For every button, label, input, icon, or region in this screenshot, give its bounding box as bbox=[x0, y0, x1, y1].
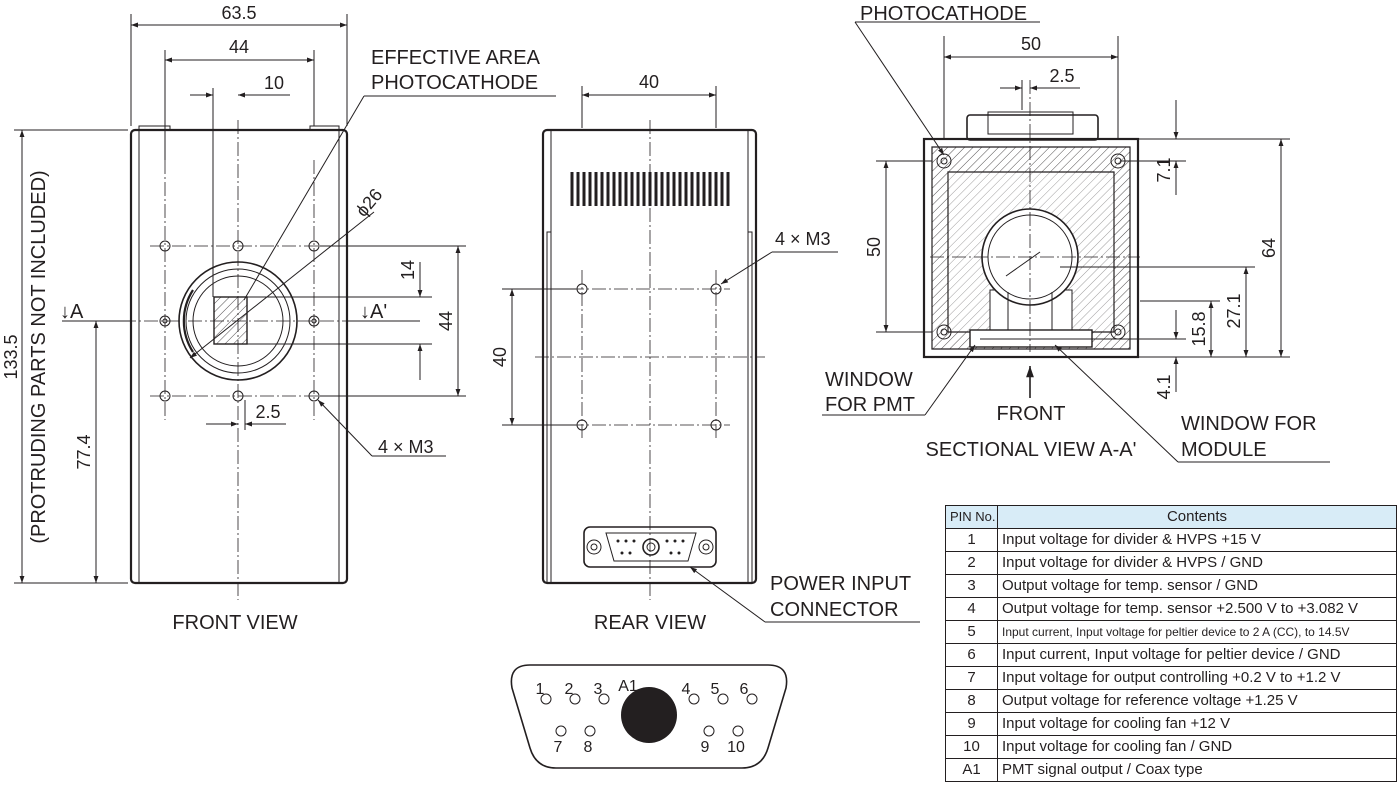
pin-label-6: 6 bbox=[740, 681, 749, 698]
contents-cell: Input current, Input voltage for peltier… bbox=[997, 620, 1397, 644]
effective-area-label-1: EFFECTIVE AREA bbox=[371, 47, 541, 69]
rear-view-title: REAR VIEW bbox=[594, 612, 706, 634]
window-module-label-2: MODULE bbox=[1181, 439, 1267, 461]
contents-cell: Output voltage for temp. sensor +2.500 V… bbox=[997, 597, 1397, 621]
front-dim-height: 133.5 bbox=[1, 334, 21, 379]
section-marker-a-prime: ↓A' bbox=[360, 301, 387, 323]
pin-cell: 5 bbox=[945, 620, 998, 644]
section-dim-27-1: 27.1 bbox=[1224, 293, 1244, 328]
window-pmt-label-1: WINDOW bbox=[825, 369, 913, 391]
contents-cell: Input voltage for cooling fan +12 V bbox=[997, 712, 1397, 736]
contents-cell: Output voltage for temp. sensor / GND bbox=[997, 574, 1397, 598]
pin-label-3: 3 bbox=[594, 681, 603, 698]
rear-connector-label-1: POWER INPUT bbox=[770, 573, 911, 595]
front-view: 63.5 44 10 EFFECTIVE AREA PHOTOCATHODE ϕ… bbox=[1, 3, 556, 634]
section-photocathode-label: PHOTOCATHODE bbox=[860, 3, 1027, 25]
section-dim-50-left: 50 bbox=[864, 237, 884, 257]
front-height-note: (PROTRUDING PARTS NOT INCLUDED) bbox=[28, 170, 50, 543]
rear-dim-40-top: 40 bbox=[639, 72, 659, 92]
rear-screw-label: 4 × M3 bbox=[775, 229, 831, 249]
pin-label-8: 8 bbox=[584, 739, 593, 756]
section-dim-15-8: 15.8 bbox=[1189, 311, 1209, 346]
sectional-view: PHOTOCATHODE 50 2.5 50 7.1 64 27.1 15.8 … bbox=[822, 3, 1330, 463]
connector-pin-diagram: 1 2 3 A1 4 5 6 7 8 9 10 bbox=[510, 664, 788, 769]
section-dim-4-1: 4.1 bbox=[1154, 374, 1174, 399]
rear-connector-label-2: CONNECTOR bbox=[770, 599, 899, 621]
window-pmt-label-2: FOR PMT bbox=[825, 394, 915, 416]
contents-cell: Input voltage for cooling fan / GND bbox=[997, 735, 1397, 759]
front-dim-diameter: ϕ26 bbox=[352, 185, 387, 221]
pin-label-2: 2 bbox=[565, 681, 574, 698]
window-module-label-1: WINDOW FOR bbox=[1181, 413, 1317, 435]
pin-cell: A1 bbox=[945, 758, 998, 782]
front-dim-width: 63.5 bbox=[221, 3, 256, 23]
pin-label-4: 4 bbox=[682, 681, 691, 698]
table-header-row: PIN No. Contents bbox=[945, 505, 1397, 529]
pin-label-a1: A1 bbox=[618, 678, 638, 695]
column-header-pin: PIN No. bbox=[945, 505, 998, 529]
pin-cell: 4 bbox=[945, 597, 998, 621]
front-view-title: FRONT VIEW bbox=[172, 612, 297, 634]
pin-label-1: 1 bbox=[536, 681, 545, 698]
pin-cell: 10 bbox=[945, 735, 998, 759]
pin-cell: 8 bbox=[945, 689, 998, 713]
section-dim-64: 64 bbox=[1259, 238, 1279, 258]
pin-cell: 9 bbox=[945, 712, 998, 736]
front-dim-center-offset: 10 bbox=[264, 73, 284, 93]
section-dim-7-1: 7.1 bbox=[1154, 157, 1174, 182]
front-dim-77-4: 77.4 bbox=[74, 434, 94, 469]
rear-dim-40-side: 40 bbox=[490, 347, 510, 367]
contents-cell: Input current, Input voltage for peltier… bbox=[997, 643, 1397, 667]
section-marker-a: ↓A bbox=[60, 301, 84, 323]
contents-cell: PMT signal output / Coax type bbox=[997, 758, 1397, 782]
pin-cell: 7 bbox=[945, 666, 998, 690]
front-dim-hole-spacing: 44 bbox=[229, 37, 249, 57]
section-dim-50-top: 50 bbox=[1021, 34, 1041, 54]
pin-label-9: 9 bbox=[701, 739, 710, 756]
contents-cell: Input voltage for divider & HVPS / GND bbox=[997, 551, 1397, 575]
front-dim-2-5: 2.5 bbox=[255, 402, 280, 422]
section-dim-2-5: 2.5 bbox=[1049, 66, 1074, 86]
front-screw-label: 4 × M3 bbox=[378, 437, 434, 457]
contents-cell: Input voltage for divider & HVPS +15 V bbox=[997, 528, 1397, 552]
pin-label-7: 7 bbox=[554, 739, 563, 756]
front-direction-label: FRONT bbox=[997, 403, 1066, 425]
pin-cell: 2 bbox=[945, 551, 998, 575]
contents-cell: Input voltage for output controlling +0.… bbox=[997, 666, 1397, 690]
effective-area-label-2: PHOTOCATHODE bbox=[371, 72, 538, 94]
rear-view: 40 40 4 × M3 POWER INPUT CONNECTOR REAR … bbox=[490, 72, 920, 634]
front-dim-14: 14 bbox=[398, 260, 418, 280]
front-dim-44-vertical: 44 bbox=[436, 311, 456, 331]
pin-label-5: 5 bbox=[711, 681, 720, 698]
pin-cell: 1 bbox=[945, 528, 998, 552]
contents-cell: Output voltage for reference voltage +1.… bbox=[997, 689, 1397, 713]
sectional-view-title: SECTIONAL VIEW A-A' bbox=[926, 439, 1137, 461]
column-header-contents: Contents bbox=[997, 505, 1397, 529]
pin-cell: 3 bbox=[945, 574, 998, 598]
pin-label-10: 10 bbox=[727, 739, 745, 756]
pin-cell: 6 bbox=[945, 643, 998, 667]
rear-power-connector bbox=[583, 526, 717, 568]
